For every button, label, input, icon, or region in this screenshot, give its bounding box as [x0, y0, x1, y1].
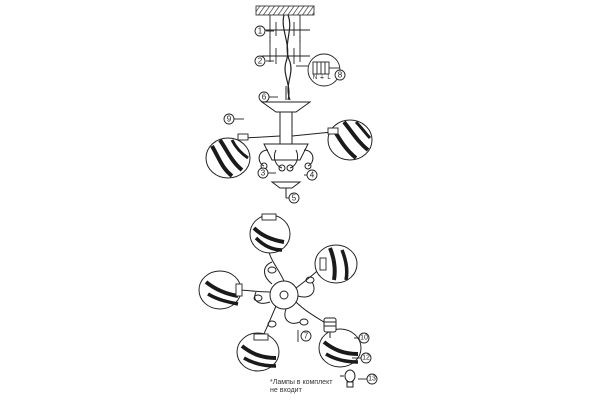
step-6-label: 6 — [262, 93, 267, 102]
wire-label-l: L — [327, 75, 331, 81]
shade-upper-right — [314, 244, 358, 284]
supply-wires — [282, 14, 292, 101]
shade-left-side — [205, 133, 251, 179]
lamps-not-included-note: *Лампы в комплект не входит — [270, 379, 332, 395]
shade-left — [198, 270, 243, 310]
step-4-label: 4 — [310, 171, 315, 180]
wire-label-n: N — [313, 75, 317, 81]
light-bulb — [340, 369, 356, 388]
arms-side — [243, 131, 333, 172]
lamp-socket — [323, 317, 337, 338]
shade-top — [249, 213, 291, 254]
shade-lower-left — [236, 332, 280, 372]
step-13-label: 13 — [368, 376, 376, 383]
step-2-label: 2 — [258, 57, 263, 66]
step-12-label: 12 — [362, 355, 370, 362]
step-8-label: 8 — [338, 71, 343, 80]
bottom-finial — [270, 181, 302, 198]
central-body — [263, 111, 309, 161]
terminal-block-callout — [296, 53, 341, 87]
hub-top-view — [269, 280, 299, 310]
shade-lower-right — [318, 328, 362, 368]
screw-arrows-bottom — [297, 330, 367, 380]
step-7-label: 7 — [304, 332, 309, 341]
note-line-1: *Лампы в комплект — [270, 379, 333, 386]
wire-label-ground: ⏚ — [319, 74, 325, 81]
mounting-bracket — [262, 15, 310, 64]
step-10-label: 10 — [360, 335, 368, 342]
note-line-2: не входит — [270, 387, 302, 394]
step-9-label: 9 — [227, 115, 232, 124]
canopy — [260, 86, 312, 113]
step-3-label: 3 — [261, 169, 266, 178]
step-1-label: 1 — [258, 27, 263, 36]
screw-arrows-top — [234, 30, 307, 199]
step-5-label: 5 — [292, 194, 297, 203]
step-markers-top — [223, 25, 346, 204]
step-markers-bottom — [300, 330, 378, 385]
ceiling-plate — [255, 5, 315, 16]
shade-right-side — [327, 119, 373, 161]
